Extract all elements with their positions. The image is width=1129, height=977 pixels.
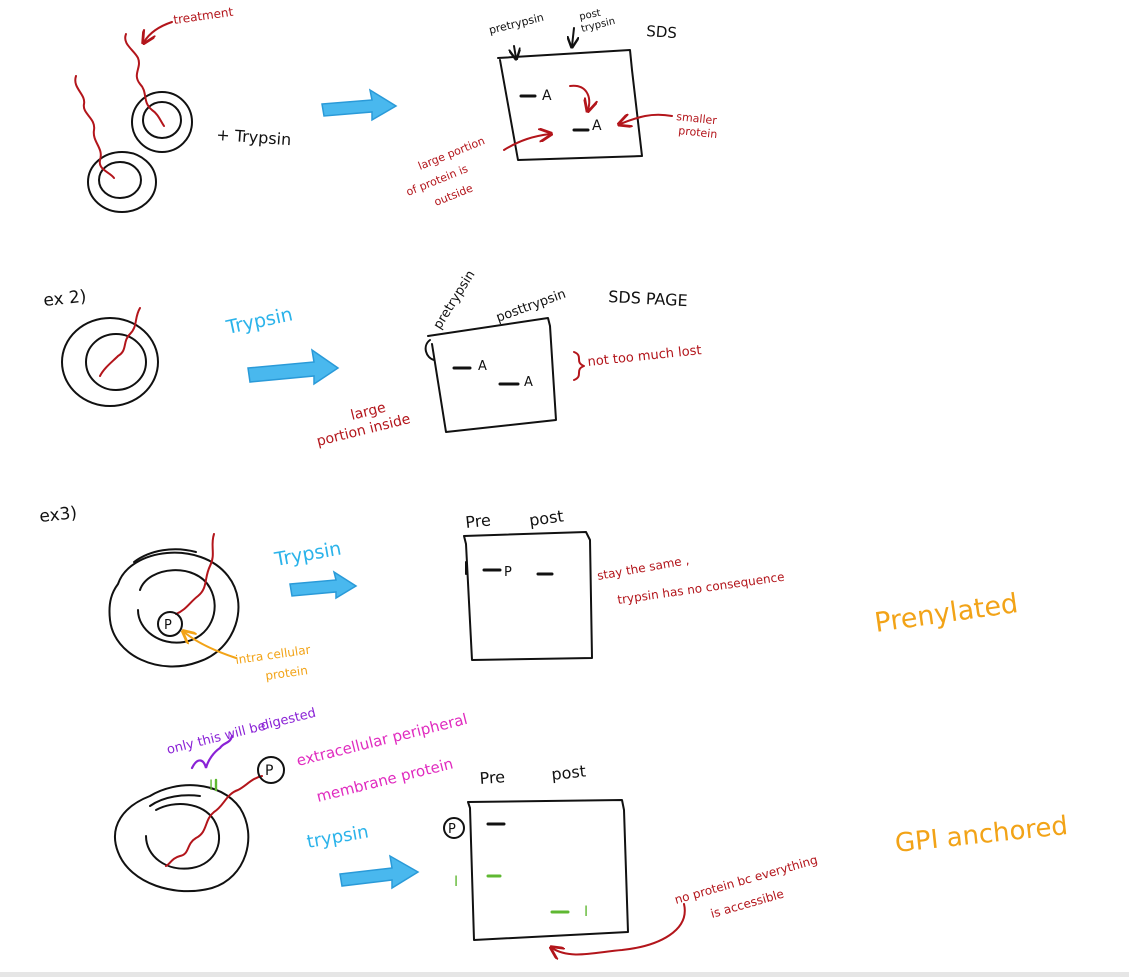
ex4-lane-pre-label: Pre xyxy=(479,767,506,788)
ex1-band-a1-label: A xyxy=(542,88,552,104)
ex3-p-circle xyxy=(157,611,183,637)
ex4-gel xyxy=(443,799,686,954)
ex2-gel xyxy=(424,317,585,433)
bottom-scroll-strip xyxy=(0,972,1129,977)
ex3-band-p-label: P xyxy=(504,565,512,580)
ex4-extra-label-2: membrane protein xyxy=(315,755,455,806)
ex1-gel xyxy=(497,27,673,161)
ex1-gel-title: SDS xyxy=(646,22,678,42)
ex1-treatment-arrow xyxy=(144,21,173,42)
ex2-trypsin-label: Trypsin xyxy=(223,303,294,339)
ex3-trypsin-label: Trypsin xyxy=(272,538,343,572)
ex4-cell xyxy=(113,756,285,893)
ex2-not-lost-label: not too much lost xyxy=(587,343,702,370)
ex1-lane-post-label-1: post xyxy=(578,8,601,23)
ex2-lane-pre-label: pretrypsin xyxy=(431,268,479,332)
ex4-blue-arrow xyxy=(339,854,420,890)
ex4-gel-i-left-label: I xyxy=(454,874,458,890)
ex1-protein-strand-2 xyxy=(74,75,115,179)
ex1-lane-pre-arrow xyxy=(514,45,516,58)
ex1-cell-outer-left xyxy=(87,151,157,213)
ex3-prenylated-label: Prenylated xyxy=(873,588,1020,639)
ex4-gel-i-band-label: I xyxy=(584,904,588,920)
ex1-plus-trypsin: + Trypsin xyxy=(216,125,292,149)
ex4-p-circle xyxy=(257,756,285,784)
ex1-cell-inner-right xyxy=(142,101,182,139)
ex2-band-a1-label: A xyxy=(478,359,487,374)
ex1-cell-inner-left xyxy=(98,161,142,199)
ex4-only-label-2: digested xyxy=(259,706,317,734)
ex2-cell xyxy=(61,307,159,407)
ex2-band-a2-label: A xyxy=(524,375,533,390)
ex4-lane-post-label: post xyxy=(550,761,586,784)
ex1-smaller-label-1: smaller xyxy=(676,110,718,127)
ex3-lane-pre-label: Pre xyxy=(464,510,491,532)
ex1-blue-arrow xyxy=(321,88,398,122)
ex1-smaller-label-2: protein xyxy=(678,124,718,141)
ex4-p-circle-label: P xyxy=(265,763,273,779)
ex4-trypsin-label: trypsin xyxy=(305,821,370,853)
ex1-treatment-label: treatment xyxy=(172,5,234,27)
ex3-gel xyxy=(463,531,593,661)
ex1-band-a2-label: A xyxy=(592,118,602,134)
ex4-gel-p-circle xyxy=(443,817,465,839)
ex4-gel-p-label: P xyxy=(448,822,456,837)
ex2-label: ex 2) xyxy=(42,287,87,311)
ex3-intra-arrow xyxy=(184,632,237,659)
ex3-cell xyxy=(108,533,240,668)
ex4-gpi-label: GPI anchored xyxy=(894,811,1070,859)
ex3-intra-label-2: protein xyxy=(264,663,308,683)
ex3-blue-arrow xyxy=(289,570,358,600)
ex1-lane-post-arrow xyxy=(572,27,574,46)
ex2-bracket xyxy=(573,351,585,381)
ex1-cells xyxy=(74,21,193,213)
ex3-stay-label-1: stay the same , xyxy=(596,553,690,583)
ex3-label: ex3) xyxy=(38,503,78,527)
ex1-smaller-arrow xyxy=(620,115,673,124)
ex4-i-mark-label: I xyxy=(209,778,213,794)
ex1-lane-pre-label: pretrypsin xyxy=(488,11,546,37)
ex1-cell-outer-right xyxy=(131,91,193,153)
ex4-purple-brace xyxy=(190,734,234,770)
ex2-gel-title: SDS PAGE xyxy=(608,287,688,310)
ex1-large-arrow xyxy=(503,134,550,151)
ex1-shift-arrow xyxy=(569,84,589,110)
ex2-blue-arrow xyxy=(247,348,340,386)
ex1-gel-box xyxy=(497,49,643,161)
ex1-protein-strand-1 xyxy=(124,33,165,127)
ex3-p-circle-label: P xyxy=(164,618,172,633)
ex3-lane-post-label: post xyxy=(528,506,565,530)
ex4-no-protein-arrow xyxy=(552,903,686,954)
